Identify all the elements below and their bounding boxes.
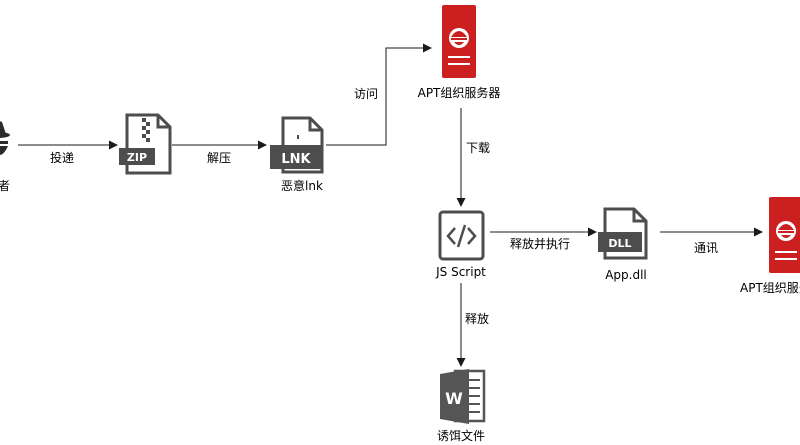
zip-badge: ZIP [127,151,147,164]
dll-node: DLL App.dll [598,207,648,282]
lnk-badge: LNK [281,152,311,167]
lnk-node: LNK 恶意lnk [270,116,324,193]
js-script-label: JS Script [435,265,486,279]
edge-label-release: 释放 [465,311,489,326]
edge-label-release-exec: 释放并执行 [510,236,570,251]
lnk-file-icon: LNK [270,116,324,174]
attacker-label: 攻击者 [0,179,10,193]
edge-label-visit: 访问 [354,87,378,101]
edges [18,43,763,367]
apt-server-top-node: APT组织服务器 [418,5,501,100]
edge-label-deliver: 投递 [50,150,74,165]
dll-badge: DLL [608,237,631,250]
word-document-icon: W [440,369,486,424]
decoy-doc-label: 诱饵文件 [437,428,485,443]
apt-server-top-label: APT组织服务器 [418,85,501,100]
edge-labels: 投递 解压 访问 下载 释放并执行 通讯 释放 [50,87,718,326]
decoy-doc-node: W 诱饵文件 [437,369,486,443]
attacker-node: 攻击者 [0,121,10,193]
server-icon [769,197,800,273]
code-file-icon [438,210,485,261]
svg-text:W: W [445,389,463,408]
js-script-node: JS Script [435,210,486,279]
edge-label-communicate: 通讯 [694,241,718,255]
edge-visit [326,43,432,146]
lnk-label: 恶意lnk [281,178,323,193]
dll-label: App.dll [605,268,647,282]
hacker-icon [0,121,10,155]
dll-file-icon: DLL [598,207,648,260]
edge-label-extract: 解压 [207,151,231,165]
apt-server-right-node: APT组织服务器 [740,197,800,295]
zip-file-icon: ZIP [119,113,172,175]
server-icon [442,5,476,78]
apt-server-right-label: APT组织服务器 [740,280,800,295]
edge-label-download: 下载 [466,141,490,155]
